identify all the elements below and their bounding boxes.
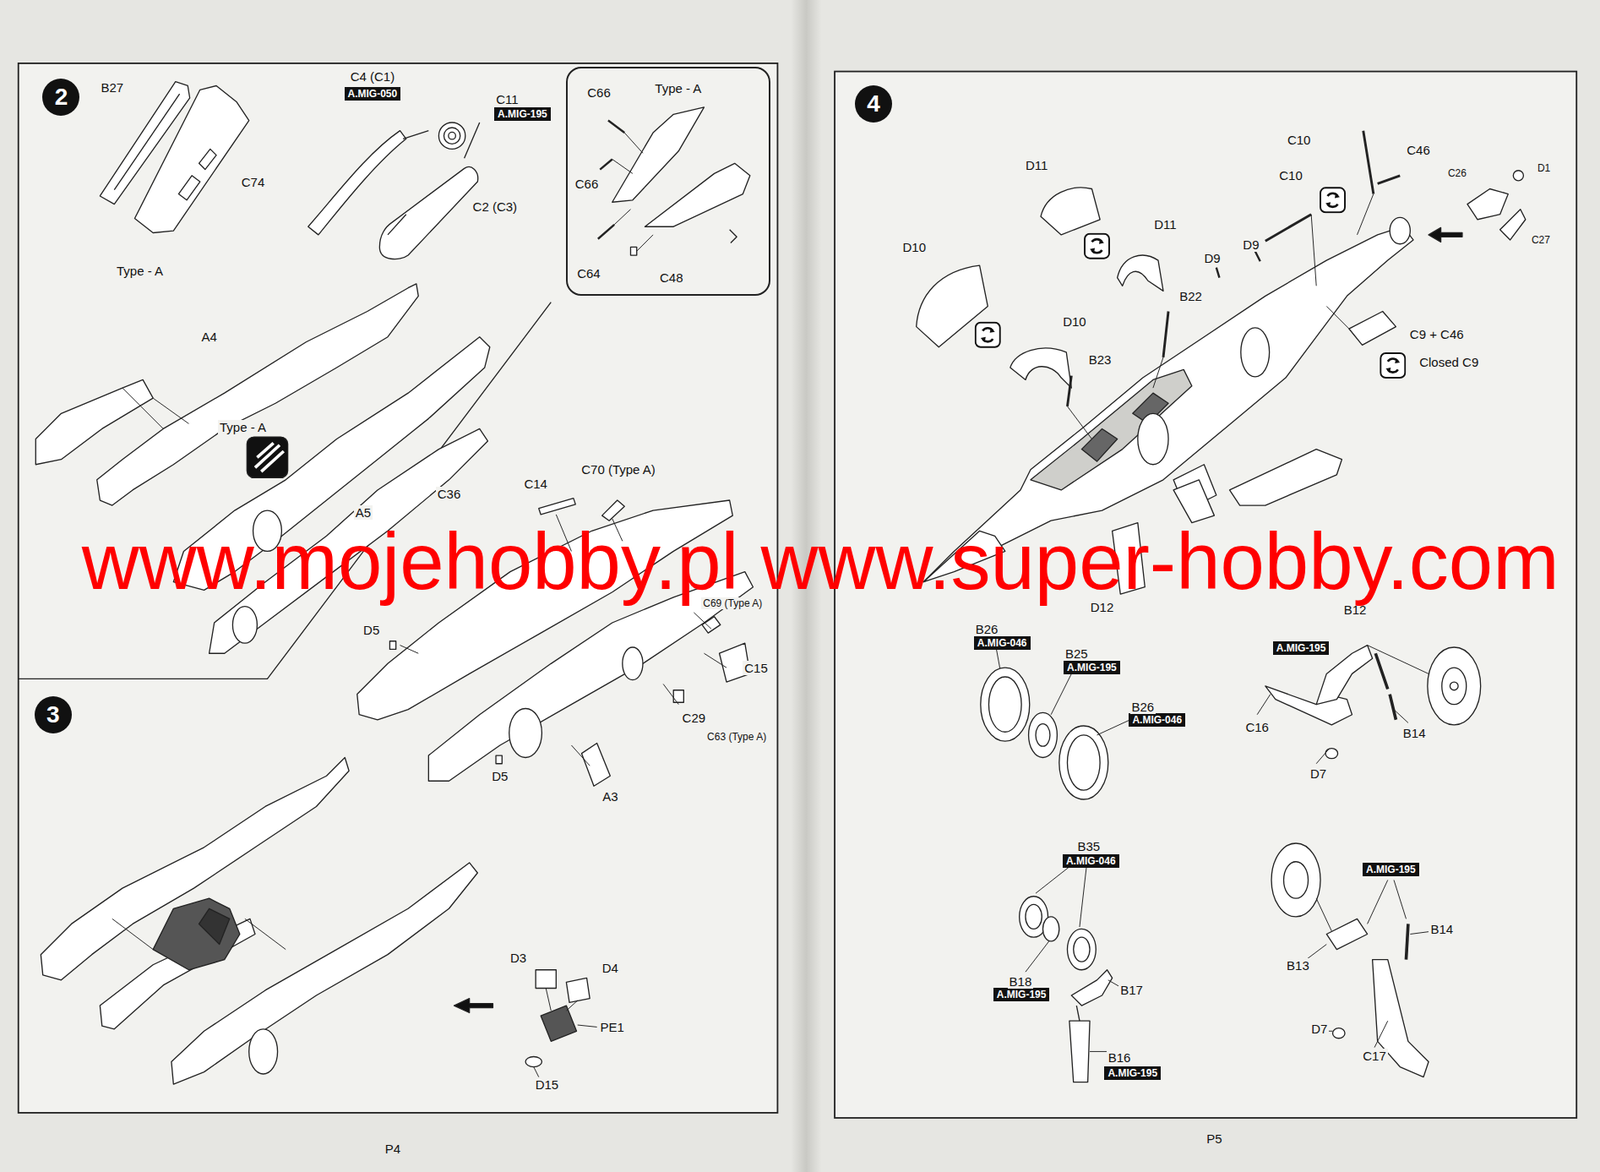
part-number: D10 [1061,314,1089,329]
part-number: B23 [1087,352,1114,367]
paint-code-tag: A.MIG-195 [1273,641,1330,655]
paint-code-tag: A.MIG-046 [1128,712,1186,727]
part-number: C9 + C46 [1408,326,1466,342]
paint-code: A.MIG-195 [497,108,548,120]
step-number: 3 [34,696,72,734]
part-number: B14 [1401,725,1428,741]
part-number: PE1 [598,1019,626,1035]
part-number: C10 [1285,132,1313,147]
step-number: 2 [42,78,80,116]
part-number: B35 [1075,838,1102,854]
part-number: C10 [1277,168,1305,183]
paint-code-tag: A.MIG-195 [1362,862,1420,877]
part-number: B26 [1130,699,1157,714]
paint-code-tag: A.MIG-195 [494,107,551,121]
part-number: C46 [1404,142,1432,158]
paint-code: A.MIG-195 [1107,1066,1158,1079]
part-number: C36 [435,486,463,501]
part-number: A4 [199,329,218,344]
part-number: D4 [600,960,621,975]
part-number: C70 (Type A) [579,462,658,477]
part-number: D9 [1240,237,1261,252]
paint-code: A.MIG-050 [348,87,398,100]
part-number: D9 [1202,250,1222,266]
paint-code-tag: A.MIG-195 [993,987,1051,1002]
paint-code: A.MIG-195 [1276,642,1327,654]
step-digit: 2 [54,83,69,111]
inset-heading: Type - A [654,81,702,96]
part-number: Type - A [217,419,268,435]
part-number: D11 [1152,217,1178,232]
part-number: C27 [1529,234,1552,246]
paint-code-tag: A.MIG-046 [974,636,1031,650]
part-number: B18 [1007,974,1035,989]
part-number: D3 [508,950,528,965]
part-number: D7 [1308,766,1328,781]
part-number: B13 [1284,957,1312,973]
part-number: C14 [522,476,550,491]
part-number: B22 [1177,288,1204,304]
part-number: C11 [494,92,520,107]
part-number: D5 [489,768,510,784]
part-number: C66 [585,85,613,100]
part-number: B17 [1118,982,1145,997]
part-number: C4 (C1) [348,69,398,84]
part-number: A3 [600,789,620,804]
paint-code: A.MIG-046 [977,636,1028,649]
part-number: D7 [1309,1021,1329,1036]
part-number: C63 (Type A) [705,730,768,743]
step-digit: 3 [46,701,60,729]
part-number: C66 [573,176,601,191]
part-number: D15 [533,1077,561,1092]
part-number: C64 [575,266,603,281]
part-number: C2 (C3) [471,199,520,214]
part-number: C17 [1360,1048,1388,1063]
part-number: B14 [1428,921,1455,937]
part-number: C26 [1446,167,1469,180]
part-number: D10 [901,239,929,255]
paint-code: A.MIG-046 [1066,854,1116,867]
paint-code-tag: A.MIG-046 [1062,854,1120,868]
page-number: P5 [1204,1131,1224,1146]
watermark: www.mojehobby.pl www.super-hobby.com [81,517,1560,606]
step-number: 4 [854,85,893,123]
part-number: C74 [239,174,267,190]
part-number: Closed C9 [1417,354,1481,370]
page-number: P4 [383,1141,403,1156]
paint-code: A.MIG-195 [996,988,1047,1001]
part-number: C16 [1243,719,1271,735]
paint-code: A.MIG-195 [1365,863,1416,876]
part-number: C15 [742,660,770,675]
part-number: C29 [680,710,708,725]
part-number: B25 [1063,646,1090,661]
paint-code-tag: A.MIG-195 [1104,1066,1161,1080]
part-number: D11 [1023,157,1050,173]
part-number: D5 [361,622,381,637]
part-number: B16 [1106,1050,1133,1065]
paint-code-tag: A.MIG-050 [344,87,402,101]
part-number: D1 [1535,162,1552,175]
paint-code: A.MIG-195 [1066,661,1117,674]
step-digit: 4 [866,90,881,118]
part-number: Type - A [114,263,165,278]
part-number: B26 [974,621,1001,637]
part-number: C48 [658,270,686,285]
part-number: B27 [99,80,126,95]
paint-code-tag: A.MIG-195 [1063,660,1121,675]
paint-code: A.MIG-046 [1131,713,1182,726]
